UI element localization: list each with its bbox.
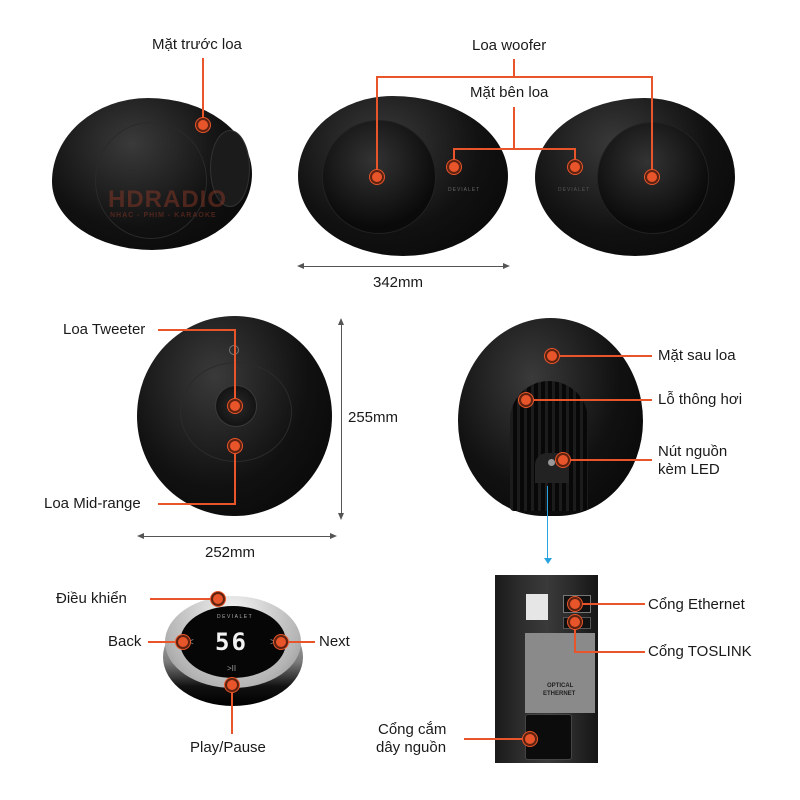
side-right-marker <box>570 162 580 172</box>
back-leader <box>148 641 182 643</box>
playpause-marker[interactable] <box>227 680 237 690</box>
ethernet-label: Cổng Ethernet <box>648 596 745 613</box>
front-face-leader-line <box>202 58 204 124</box>
woofer-leader-right <box>651 76 653 176</box>
remote-label: Điều khiển <box>56 590 127 607</box>
speaker-side-right-woofer <box>597 122 709 234</box>
watermark-subtitle: NHẠC - PHIM - KARAOKE <box>110 212 217 219</box>
remote-display-value: 56 <box>215 628 248 656</box>
remote-brand: DEVIALET <box>217 614 254 620</box>
vent-leader <box>526 399 652 401</box>
front-view-driver-ring <box>180 362 292 462</box>
power-port-marker <box>525 734 535 744</box>
side-leader-stem <box>513 107 515 149</box>
power-button-leader <box>563 459 652 461</box>
width-dimension-arrow-right <box>503 263 510 269</box>
next-marker[interactable] <box>276 637 286 647</box>
rear-face-label: Mặt sau loa <box>658 347 736 364</box>
remote-display-face <box>180 606 286 678</box>
tweeter-leader-v <box>234 329 236 405</box>
toslink-label: Cổng TOSLINK <box>648 643 752 660</box>
vent-label: Lỗ thông hơi <box>658 391 743 408</box>
playpause-label: Play/Pause <box>190 739 266 756</box>
ports-panel-text-2: ETHERNET <box>543 691 576 697</box>
side-leader-right <box>574 148 576 166</box>
side-face-label: Mặt bên loa <box>470 84 549 101</box>
zoom-link-arrow <box>544 558 552 564</box>
remote-back-glyph[interactable]: < <box>188 637 194 648</box>
toslink-leader-h <box>574 651 645 653</box>
woofer-leader-left <box>376 76 378 176</box>
ethernet-marker <box>570 599 580 609</box>
side-leader-left <box>453 148 455 166</box>
rear-leader <box>552 355 652 357</box>
ports-middle-plate <box>525 633 595 713</box>
remote-leader <box>150 598 217 600</box>
rear-power-led <box>548 459 555 466</box>
woofer-leader-bar <box>376 76 653 78</box>
tweeter-marker <box>230 401 240 411</box>
height-dimension-line <box>341 322 342 516</box>
playpause-leader <box>231 684 233 734</box>
woofer-label: Loa woofer <box>472 37 547 54</box>
side-left-marker <box>449 162 459 172</box>
tweeter-leader-h <box>158 329 236 331</box>
vent-marker <box>521 395 531 405</box>
front-face-marker <box>198 120 208 130</box>
tweeter-label: Loa Tweeter <box>63 321 146 338</box>
front-width-arrow-left <box>137 533 144 539</box>
back-marker[interactable] <box>178 637 188 647</box>
woofer-right-marker <box>647 172 657 182</box>
remote-next-glyph[interactable]: > <box>270 637 276 648</box>
power-button-label-line1: Nút nguồn <box>658 443 728 460</box>
woofer-left-marker <box>372 172 382 182</box>
watermark-title: HDRADIO <box>108 186 227 213</box>
midrange-marker <box>230 441 240 451</box>
front-width-arrow-right <box>330 533 337 539</box>
front-width-dimension-line <box>140 536 332 537</box>
zoom-link-line <box>547 486 548 560</box>
remote-marker <box>213 594 223 604</box>
height-dimension-label: 255mm <box>348 409 399 426</box>
back-label: Back <box>108 633 142 650</box>
power-port-label-line1: Cổng cắm <box>378 721 447 738</box>
woofer-leader-stem <box>513 59 515 76</box>
power-button-label-line2: kèm LED <box>658 461 720 478</box>
ports-panel-label-plate <box>526 594 548 620</box>
next-label: Next <box>319 633 350 650</box>
power-button-marker <box>558 455 568 465</box>
midrange-leader-h <box>158 503 236 505</box>
speaker-side-right-brand: DEVIALET <box>558 187 591 193</box>
next-leader <box>281 641 315 643</box>
speaker-side-left-brand: DEVIALET <box>448 187 481 193</box>
speaker-front-woofer-ring <box>95 122 207 239</box>
ethernet-leader <box>575 603 645 605</box>
remote-playpause-glyph[interactable]: >II <box>227 664 237 673</box>
width-dimension-label: 342mm <box>373 274 424 291</box>
side-leader-bar <box>453 148 575 150</box>
power-port-leader <box>464 738 530 740</box>
midrange-leader-v <box>234 446 236 504</box>
midrange-label: Loa Mid-range <box>44 495 141 512</box>
ports-panel-text-1: OPTICAL <box>547 683 574 689</box>
height-dimension-arrow-up <box>338 318 344 325</box>
rear-marker <box>547 351 557 361</box>
toslink-leader-v <box>574 622 576 653</box>
front-face-label: Mặt trước loa <box>152 36 242 53</box>
speaker-front-tweeter-face <box>210 130 250 207</box>
width-dimension-line <box>300 266 506 267</box>
front-width-dimension-label: 252mm <box>205 544 256 561</box>
toslink-marker <box>570 617 580 627</box>
width-dimension-arrow-left <box>297 263 304 269</box>
height-dimension-arrow-down <box>338 513 344 520</box>
power-port-label-line2: dây nguồn <box>376 739 447 756</box>
